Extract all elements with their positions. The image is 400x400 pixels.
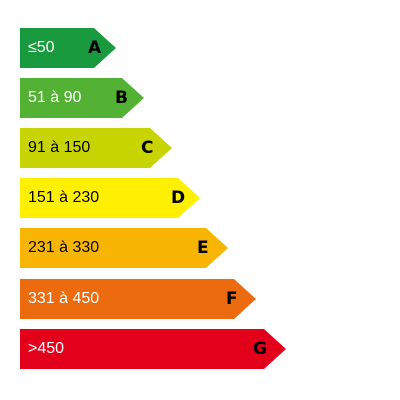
band-a-arrow [20, 28, 116, 68]
band-f-letter: F [226, 289, 238, 309]
band-d-letter: D [171, 188, 186, 208]
band-d-arrow [20, 178, 200, 218]
band-f-arrow [20, 279, 256, 319]
band-d-range: 151 à 230 [28, 189, 100, 206]
band-a-letter: A [88, 38, 102, 58]
band-b-letter: B [115, 88, 128, 108]
band-g-arrow [20, 329, 286, 369]
band-b-range: 51 à 90 [28, 89, 82, 106]
band-e-arrow [20, 228, 228, 268]
band-e-range: 231 à 330 [28, 239, 100, 256]
band-a-range: ≤50 [28, 39, 55, 56]
band-f-range: 331 à 450 [28, 290, 100, 307]
band-g-letter: G [253, 339, 267, 359]
band-b-arrow [20, 78, 144, 118]
band-c-arrow [20, 128, 172, 168]
band-e-letter: E [197, 238, 209, 258]
band-c-range: 91 à 150 [28, 139, 91, 156]
band-c-letter: C [141, 138, 154, 158]
band-g-range: >450 [28, 340, 65, 357]
